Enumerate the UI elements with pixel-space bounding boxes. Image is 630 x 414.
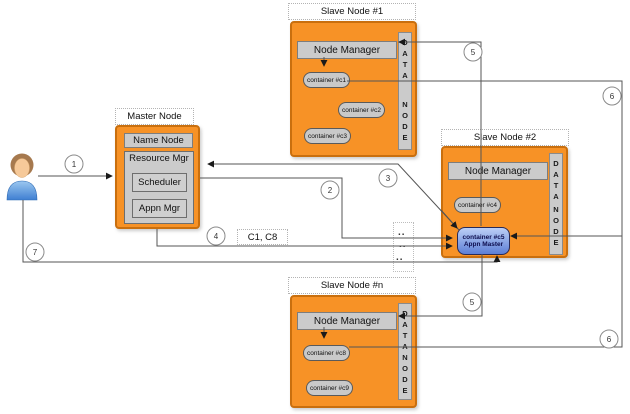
master-node: Name Node Resource Mgr Scheduler Appn Mg… bbox=[115, 125, 200, 229]
step-circle-1: 1 bbox=[64, 154, 84, 174]
slave-node-1-title: Slave Node #1 bbox=[288, 3, 416, 20]
step-circle-4: 4 bbox=[206, 226, 226, 246]
slave-node-2-title: Slave Node #2 bbox=[441, 129, 569, 146]
container-c3: container #c3 bbox=[304, 128, 351, 144]
step-number-6: 6 bbox=[607, 335, 612, 344]
slave-node-1: Node Manager DATA NODE container #c1 con… bbox=[290, 21, 417, 157]
datanode-label-node: NODE bbox=[400, 100, 410, 144]
master-node-title: Master Node bbox=[115, 108, 194, 125]
datanode-label-data: DATA bbox=[551, 159, 561, 203]
datanode-label-node: NODE bbox=[551, 205, 561, 249]
slave-node-n-title: Slave Node #n bbox=[288, 277, 416, 294]
scheduler: Scheduler bbox=[132, 173, 187, 192]
slaven-node-manager: Node Manager bbox=[297, 312, 397, 330]
appn-master-container-c5: container #c5 Appn Master bbox=[457, 227, 510, 255]
container-c1: container #c1 bbox=[303, 72, 350, 88]
step-number-3: 3 bbox=[386, 174, 391, 183]
user-icon bbox=[4, 152, 40, 202]
step-circle-6-top: 6 bbox=[602, 86, 622, 106]
step-number-1: 1 bbox=[72, 160, 77, 169]
step-circle-5-bottom: 5 bbox=[462, 292, 482, 312]
step-circle-2: 2 bbox=[320, 180, 340, 200]
datanode-label-node: NODE bbox=[400, 353, 410, 397]
ellipsis-step4: .. bbox=[399, 239, 407, 250]
step-number-2: 2 bbox=[328, 186, 333, 195]
step-number-5: 5 bbox=[471, 48, 476, 57]
step-circle-3: 3 bbox=[378, 168, 398, 188]
slave1-datanode-bar: DATA NODE bbox=[398, 32, 412, 150]
application-manager: Appn Mgr bbox=[132, 199, 187, 218]
appn-master-label: Appn Master bbox=[463, 241, 504, 248]
step-circle-5-top: 5 bbox=[463, 42, 483, 62]
datanode-label-data: DATA bbox=[400, 309, 410, 353]
person-icon bbox=[6, 153, 38, 201]
slave-node-2: Node Manager DATA NODE container #c4 con… bbox=[441, 146, 568, 258]
container-c8: container #c8 bbox=[303, 345, 350, 361]
ellipsis-step2: .. bbox=[398, 227, 406, 238]
user-face bbox=[14, 158, 30, 178]
step-number-6: 6 bbox=[610, 92, 615, 101]
ellipsis-step7: .. bbox=[396, 252, 404, 263]
resource-manager: Resource Mgr Scheduler Appn Mgr bbox=[124, 151, 194, 224]
allocated-containers-label: C1, C8 bbox=[237, 229, 288, 245]
name-node: Name Node bbox=[124, 133, 193, 148]
step-number-5: 5 bbox=[470, 298, 475, 307]
slave1-node-manager: Node Manager bbox=[297, 41, 397, 59]
datanode-label-data: DATA bbox=[400, 38, 410, 82]
container-c9: container #c9 bbox=[306, 380, 353, 396]
slave2-datanode-bar: DATA NODE bbox=[549, 153, 563, 255]
slave2-node-manager: Node Manager bbox=[448, 162, 548, 180]
step-number-4: 4 bbox=[214, 232, 219, 241]
step-circle-6-bottom: 6 bbox=[599, 329, 619, 349]
connector-step3-appn-master-to-master bbox=[207, 160, 460, 231]
step-circle-7: 7 bbox=[25, 242, 45, 262]
container-c4: container #c4 bbox=[454, 197, 501, 213]
slave-node-n: Node Manager DATA NODE container #c8 con… bbox=[290, 295, 417, 408]
user-body bbox=[6, 180, 38, 201]
container-c5-label: container #c5 bbox=[462, 233, 505, 241]
container-c2: container #c2 bbox=[338, 102, 385, 118]
step-number-7: 7 bbox=[33, 248, 38, 257]
resource-manager-label: Resource Mgr bbox=[129, 153, 189, 164]
slaven-datanode-bar: DATA NODE bbox=[398, 303, 412, 400]
